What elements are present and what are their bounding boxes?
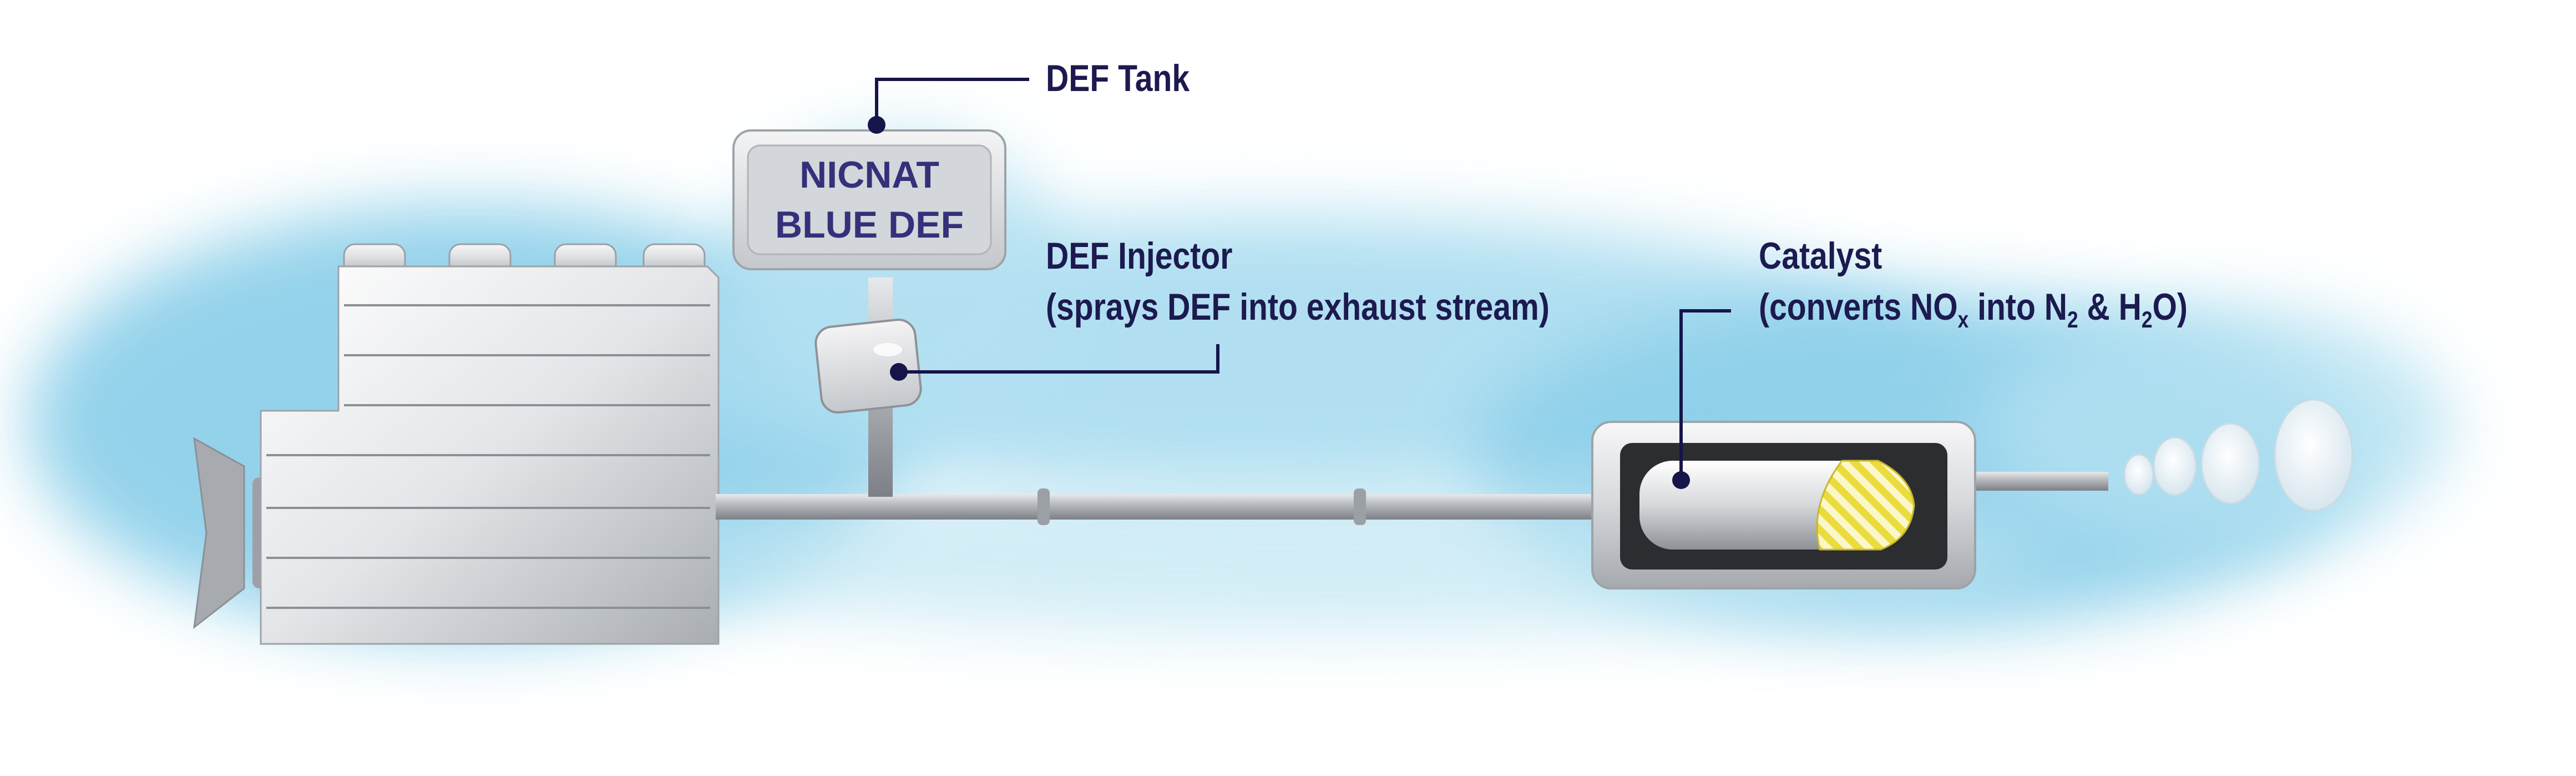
catalyst-description: (converts NOx into N2 & H2O) <box>1759 286 2188 332</box>
callout-line-def-tank <box>875 78 1029 125</box>
def-injector <box>814 318 922 414</box>
catalyst-label: Catalyst (converts NOx into N2 & H2O) <box>1759 230 2188 332</box>
catalyst <box>1591 421 1976 589</box>
def-tank-title: DEF Tank <box>1046 57 1190 99</box>
callout-line-catalyst <box>1679 309 1731 480</box>
tank-brand-line-1: NICNAT <box>799 154 939 196</box>
def-injector-label: DEF Injector (sprays DEF into exhaust st… <box>1046 230 1550 332</box>
tank-brand-line-2: BLUE DEF <box>775 204 964 246</box>
catalyst-title: Catalyst <box>1759 235 1882 277</box>
exhaust-puffs <box>2123 399 2354 512</box>
callout-dots <box>868 116 1690 489</box>
def-tank <box>732 129 1006 270</box>
engine <box>193 243 720 645</box>
def-tank-label: DEF Tank <box>1046 53 1190 104</box>
callout-lines <box>875 78 1731 480</box>
def-injector-description: (sprays DEF into exhaust stream) <box>1046 286 1550 328</box>
def-tank-brand: NICNAT BLUE DEF <box>748 150 991 250</box>
exhaust-pipe <box>716 472 2108 525</box>
def-injector-title: DEF Injector <box>1046 235 1233 277</box>
callout-line-def-injector <box>899 344 1219 374</box>
